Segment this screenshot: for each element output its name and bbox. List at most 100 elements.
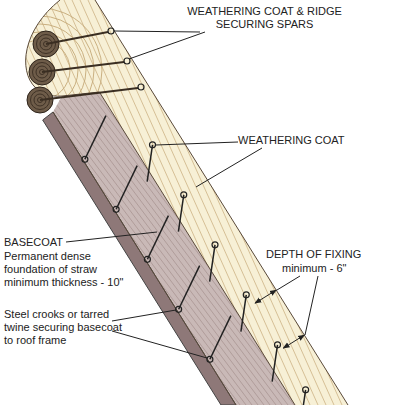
fixing-hook xyxy=(303,387,309,393)
straw-line xyxy=(368,0,400,405)
straw-line xyxy=(0,0,258,405)
straw-line xyxy=(0,0,144,405)
straw-line xyxy=(336,0,400,405)
fixing-hook xyxy=(275,342,281,348)
straw-line xyxy=(380,0,400,405)
straw-line xyxy=(272,0,400,405)
depth-dimensions xyxy=(255,290,304,348)
straw-line xyxy=(0,0,180,405)
straw-line xyxy=(344,0,400,405)
straw-line xyxy=(0,0,282,405)
spar-hook xyxy=(108,28,114,34)
straw-line xyxy=(280,0,400,405)
callout-label: BASECOAT xyxy=(4,236,84,249)
straw-line xyxy=(134,0,400,405)
straw-line xyxy=(296,0,400,405)
straw-line xyxy=(386,0,400,405)
straw-line xyxy=(112,0,294,405)
straw-line xyxy=(0,0,158,405)
straw-line xyxy=(62,0,366,405)
dimension-arrow xyxy=(283,335,304,348)
straw-line xyxy=(44,0,348,405)
straw-line xyxy=(192,0,374,405)
straw-line xyxy=(288,0,400,405)
fixing-rod xyxy=(178,195,183,232)
straw-line xyxy=(266,0,400,405)
straw-line xyxy=(184,0,366,405)
straw-line xyxy=(356,0,400,405)
straw-line xyxy=(0,0,240,405)
ridge-spars xyxy=(40,32,138,100)
fixing-hook xyxy=(176,306,182,312)
leader-line xyxy=(129,32,205,59)
straw-line xyxy=(384,0,400,405)
straw-line xyxy=(290,0,400,405)
straw-line xyxy=(278,0,400,405)
dimension-arrow xyxy=(255,290,276,303)
spar-hook xyxy=(138,84,144,90)
straw-line xyxy=(0,0,288,405)
straw-line xyxy=(360,0,400,405)
spar xyxy=(42,62,124,72)
straw-line xyxy=(74,0,378,405)
straw-line xyxy=(308,0,400,405)
straw-line xyxy=(80,0,262,405)
fixing-rod xyxy=(241,295,246,332)
leader-line xyxy=(112,331,207,358)
straw-line xyxy=(376,0,400,405)
straw-line xyxy=(328,0,400,405)
note-text: Steel crooks or tarred twine securing ba… xyxy=(4,308,128,347)
straw-line xyxy=(26,0,330,405)
straw-line xyxy=(164,0,400,405)
straw-line xyxy=(152,0,334,405)
leader-line xyxy=(277,276,300,290)
straw-line xyxy=(168,0,350,405)
fixing-rod xyxy=(210,245,215,282)
straw-line xyxy=(248,0,400,405)
straw-line xyxy=(56,0,360,405)
straw-line xyxy=(392,0,400,405)
straw-line xyxy=(122,0,400,405)
straw-line xyxy=(272,0,400,405)
straw-line xyxy=(200,0,400,405)
straw-line xyxy=(332,0,400,405)
straw-line xyxy=(352,0,400,405)
straw-line xyxy=(104,0,286,405)
coat-outline xyxy=(26,0,348,405)
straw-line xyxy=(0,0,204,405)
straw-line xyxy=(136,0,318,405)
straw-line xyxy=(72,0,254,405)
straw-line xyxy=(0,0,142,405)
straw-line xyxy=(374,0,400,405)
straw-line xyxy=(224,0,400,405)
straw-line xyxy=(92,0,396,405)
straw-line xyxy=(256,0,400,405)
straw-line xyxy=(314,0,400,405)
spar xyxy=(46,32,108,44)
callout-label: WEATHERING COAT & RIDGE SECURING SPARS xyxy=(172,5,357,31)
fixing-rod xyxy=(147,216,168,260)
straw-line xyxy=(320,0,400,405)
straw-line xyxy=(32,0,336,405)
straw-line xyxy=(2,0,306,405)
straw-line xyxy=(0,0,234,405)
straw-line xyxy=(248,0,400,405)
callout-label: WEATHERING COAT xyxy=(238,134,358,147)
straw-line xyxy=(236,0,400,405)
fixing-hook xyxy=(181,192,187,198)
leader-line xyxy=(114,31,200,32)
fixing-hook xyxy=(113,206,119,212)
fixing-hook xyxy=(144,256,150,262)
leader-line xyxy=(112,310,176,321)
fixing-rod xyxy=(85,116,106,160)
straw-line xyxy=(240,0,400,405)
straw-line xyxy=(104,0,400,405)
straw-line xyxy=(216,0,398,405)
straw-line xyxy=(68,0,372,405)
dimension-value: minimum - 6" xyxy=(282,262,382,275)
straw-line xyxy=(0,0,222,405)
